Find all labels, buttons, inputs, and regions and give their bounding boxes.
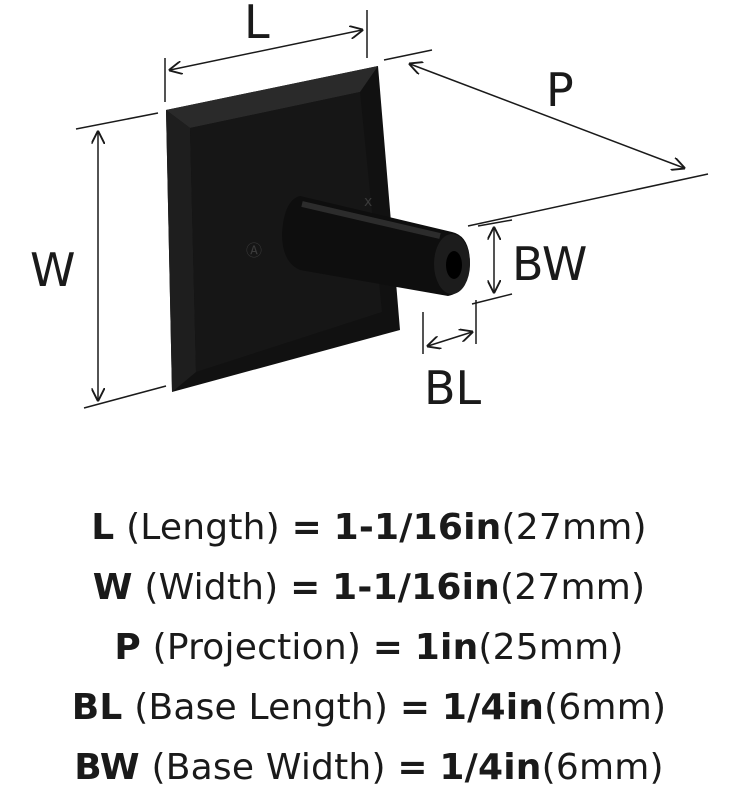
product-dimension-drawing: Ⓐ x L W P BW BL (30, 0, 709, 415)
backplate-top-bevel (166, 66, 378, 128)
spec-abbr: BL (71, 687, 123, 728)
spec-metric: (27mm) (501, 507, 647, 548)
spec-abbr: P (114, 627, 141, 668)
spec-equals: = (399, 687, 431, 728)
hook-product: Ⓐ x (166, 66, 470, 392)
spec-name: (Width) (144, 567, 279, 608)
bw-extension-top (477, 219, 513, 227)
p-extension-top (383, 49, 433, 61)
post-highlight (301, 201, 441, 239)
spec-equals: = (372, 627, 404, 668)
mounting-mark: x (364, 194, 372, 210)
post-end-hole (446, 251, 462, 279)
label-bl: BL (424, 361, 482, 415)
w-extension-bottom (83, 385, 167, 409)
spec-metric: (27mm) (499, 567, 646, 608)
p-dimension-line (410, 64, 684, 168)
spec-base-width: BW (Base Width) = 1/4in(6mm) (0, 738, 738, 798)
spec-abbr: BW (74, 747, 140, 788)
spec-metric: (6mm) (544, 687, 667, 728)
label-w: W (30, 243, 75, 297)
spec-length: L (Length) = 1-1/16in(27mm) (0, 498, 738, 558)
spec-metric: (6mm) (541, 747, 664, 788)
bw-extension-bottom (471, 293, 513, 305)
spec-imperial: 1-1/16in (332, 567, 500, 608)
spec-imperial: 1in (414, 627, 479, 668)
post (282, 196, 470, 296)
dimension-lines (75, 10, 709, 409)
label-l: L (244, 0, 270, 49)
spec-imperial: 1-1/16in (333, 507, 502, 548)
spec-name: (Base Length) (134, 687, 389, 728)
spec-abbr: L (91, 507, 115, 548)
spec-imperial: 1/4in (439, 747, 542, 788)
spec-width: W (Width) = 1-1/16in(27mm) (0, 558, 738, 618)
bl-dimension-line (428, 332, 472, 346)
spec-name: (Projection) (152, 627, 362, 668)
spec-abbr: W (92, 567, 133, 608)
backplate-left-bevel (166, 110, 196, 392)
spec-projection: P (Projection) = 1in(25mm) (0, 618, 738, 678)
spec-equals: = (291, 507, 322, 548)
spec-name: (Base Width) (151, 747, 386, 788)
spec-imperial: 1/4in (441, 687, 545, 728)
label-p: P (546, 63, 574, 117)
spec-metric: (25mm) (478, 627, 624, 668)
spec-equals: = (397, 747, 428, 788)
spec-equals: = (290, 567, 321, 608)
label-bw: BW (512, 237, 587, 291)
dimension-specs: L (Length) = 1-1/16in(27mm) W (Width) = … (0, 498, 738, 798)
spec-name: (Length) (126, 507, 280, 548)
spec-base-length: BL (Base Length) = 1/4in(6mm) (0, 678, 738, 738)
maker-mark: Ⓐ (246, 241, 262, 260)
w-extension-top (75, 112, 159, 130)
l-dimension-line (170, 30, 362, 70)
p-extension-bottom (467, 173, 709, 227)
